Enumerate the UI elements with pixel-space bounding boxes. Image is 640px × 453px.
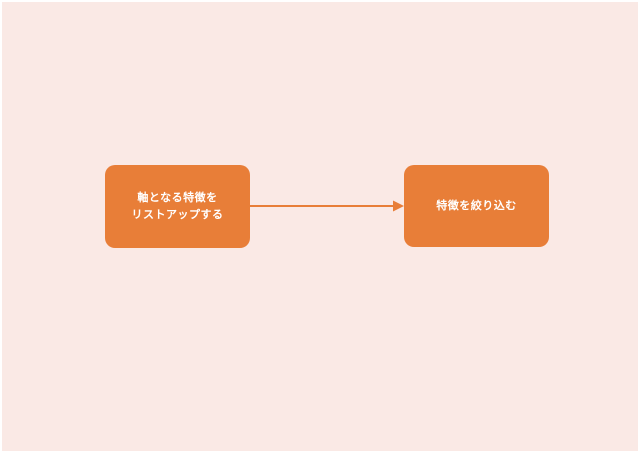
flow-node-list-up-features[interactable]: 軸となる特徴を リストアップする: [105, 165, 250, 248]
arrow-head-icon: [393, 200, 404, 212]
node-label-list-up-features: 軸となる特徴を リストアップする: [131, 191, 224, 221]
flow-node-narrow-down-features[interactable]: 特徴を絞り込む: [404, 165, 549, 247]
node-label-narrow-down-features: 特徴を絞り込む: [436, 199, 517, 212]
arrow-connector[interactable]: [249, 198, 405, 214]
